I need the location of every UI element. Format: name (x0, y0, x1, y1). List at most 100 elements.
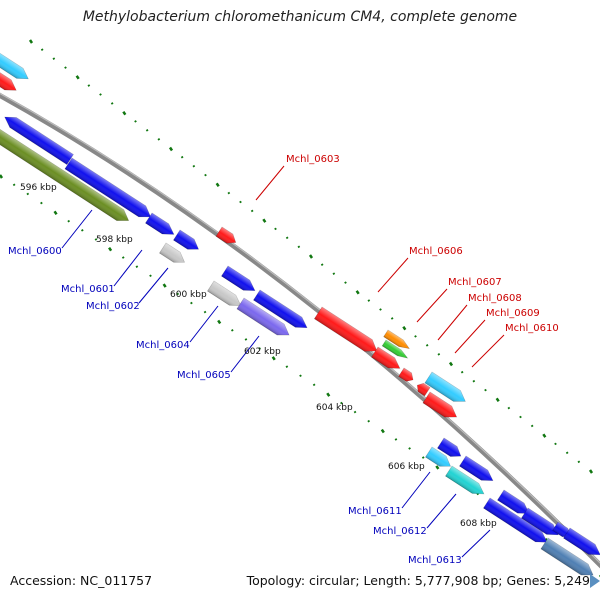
accession-value: NC_011757 (80, 573, 153, 588)
tick-mark (297, 245, 301, 249)
gene-arrow (0, 51, 29, 80)
tick-mark (402, 325, 407, 331)
tick-mark (421, 456, 425, 459)
gene-label-forward: Mchl_0608 (468, 293, 522, 304)
tick-mark (67, 219, 71, 223)
tick-mark (460, 370, 464, 374)
tick-mark (285, 236, 289, 240)
gene-label-reverse: Mchl_0611 (348, 506, 402, 517)
tick-marks (0, 39, 600, 578)
gene-label-forward: Mchl_0606 (409, 246, 463, 257)
tick-mark (135, 265, 139, 268)
genes-label: Genes: (506, 573, 551, 588)
leader-line (461, 529, 491, 558)
gene-arrow (215, 226, 237, 244)
tick-mark (435, 465, 440, 470)
scale-label: 606 kbp (388, 462, 425, 472)
tick-mark (94, 238, 98, 241)
tick-mark (380, 428, 385, 434)
gene-arrow (145, 212, 175, 235)
accession-info: Accession: NC_011757 (10, 573, 152, 588)
tick-mark (40, 201, 43, 205)
tick-mark (227, 191, 231, 195)
tick-mark (367, 419, 371, 423)
gene-arrow (437, 437, 462, 457)
genes-value: 5,249 (554, 573, 590, 588)
leader-line (61, 209, 93, 249)
tick-mark (355, 290, 360, 295)
tick-mark (80, 228, 84, 232)
scale-label: 608 kbp (460, 519, 497, 529)
gene-label-reverse: Mchl_0602 (86, 301, 140, 312)
tick-mark (134, 120, 137, 123)
label-leaders (61, 165, 505, 558)
tick-mark (394, 438, 398, 441)
tick-mark (379, 308, 382, 311)
tick-mark (0, 174, 4, 179)
tick-mark (145, 129, 149, 132)
tick-mark (99, 93, 102, 96)
tick-mark (271, 356, 276, 361)
genome-summary: Topology: circular; Length: 5,777,908 bp… (247, 573, 590, 588)
tick-mark (274, 227, 277, 231)
tick-mark (332, 272, 336, 275)
tick-mark (425, 344, 429, 347)
tick-mark (258, 347, 261, 350)
genome-backbone (0, 92, 600, 569)
leader-line (416, 288, 448, 323)
tick-mark (326, 392, 331, 397)
scroll-right-arrow-icon[interactable] (590, 574, 600, 588)
leader-line (113, 249, 143, 287)
tick-mark (122, 110, 127, 116)
gene-label-reverse: Mchl_0612 (373, 526, 427, 537)
tick-mark (75, 75, 80, 80)
tick-mark (340, 401, 343, 405)
leader-line (426, 493, 457, 529)
tick-mark (262, 218, 267, 223)
tick-mark (203, 310, 207, 314)
gene-arrow (4, 116, 74, 165)
tick-mark (87, 84, 91, 87)
gene-label-reverse: Mchl_0605 (177, 370, 231, 381)
gene-arrow (521, 507, 559, 536)
tick-mark (26, 192, 30, 196)
gene-arrow (422, 391, 458, 418)
tick-mark (299, 374, 302, 378)
leader-line (255, 165, 285, 201)
tick-mark (108, 247, 113, 252)
gene-arrow (416, 382, 431, 397)
tick-mark (577, 460, 581, 464)
tick-mark (519, 415, 522, 419)
gene-arrow (371, 346, 401, 369)
tick-mark (149, 274, 152, 278)
scale-label: 602 kbp (244, 347, 281, 357)
gene-label-forward: Mchl_0607 (448, 277, 502, 288)
tick-mark (168, 146, 174, 152)
tick-mark (472, 379, 476, 383)
scale-label: 598 kbp (96, 235, 133, 245)
tick-mark (53, 210, 58, 216)
tick-mark (190, 301, 193, 305)
tick-mark (408, 447, 411, 450)
gene-arrow (64, 157, 152, 218)
tick-mark (367, 299, 371, 302)
tick-mark (285, 365, 289, 368)
tick-mark (52, 57, 56, 60)
tick-mark (162, 283, 167, 288)
gene-arrow (483, 497, 548, 543)
gene-arrow (221, 265, 256, 291)
tick-mark (180, 155, 184, 159)
tick-mark (588, 469, 594, 474)
length-label: Length: (363, 573, 411, 588)
gene-label-reverse: Mchl_0601 (61, 284, 115, 295)
leader-line (377, 257, 409, 293)
tick-mark (250, 209, 254, 213)
gene-arrow (459, 455, 494, 481)
gene-arrow (207, 280, 242, 306)
gene-arrow (425, 446, 451, 467)
gene-features (0, 51, 600, 576)
tick-mark (565, 451, 569, 455)
tick-mark (507, 406, 511, 410)
map-title: Methylobacterium chloromethanicum CM4, c… (82, 9, 518, 25)
tick-mark (192, 164, 196, 168)
